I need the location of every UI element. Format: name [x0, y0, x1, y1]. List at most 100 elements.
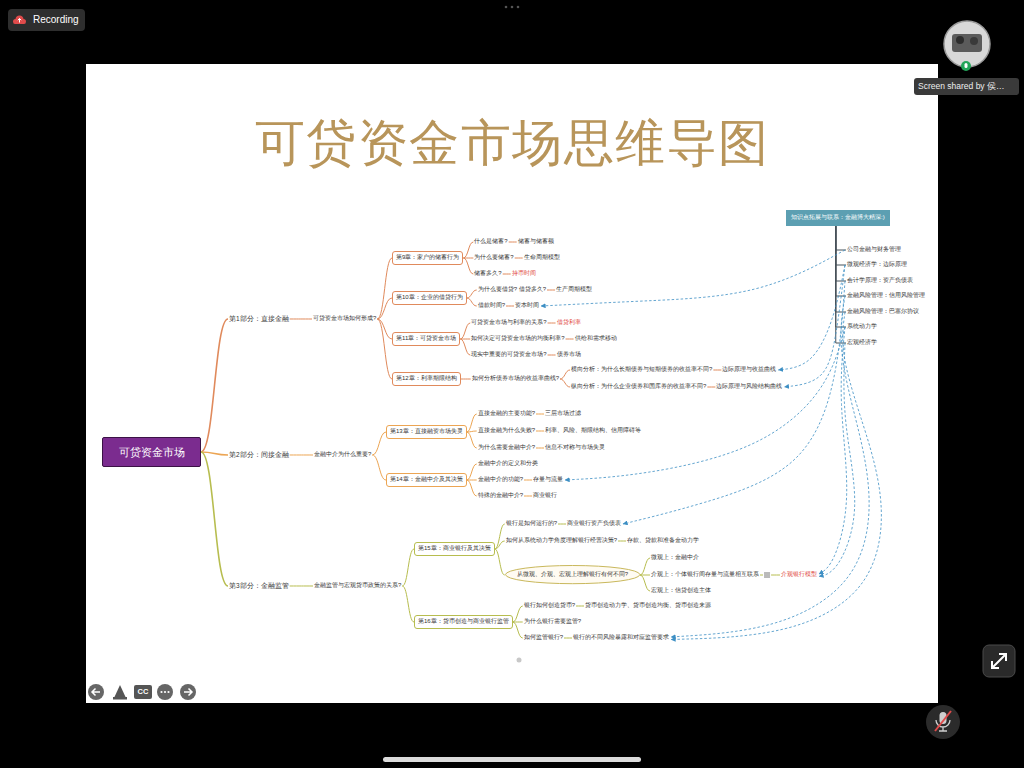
pointer-icon	[114, 685, 126, 698]
topic-text-node: 宏观上：信贷创造主体	[650, 586, 712, 595]
branch-line	[463, 242, 473, 258]
chapter-box: 第11章：可贷资金市场	[392, 332, 460, 345]
topic-text-node: 金融监管与宏观货币政策的关系?	[313, 581, 402, 590]
node-text: 第1部分：直接金融	[229, 315, 289, 323]
extension-item: 金融风险管理：巴塞尔协议	[846, 307, 920, 316]
part-topic: 第2部分：间接金融	[228, 450, 290, 460]
branch-line	[536, 431, 544, 432]
chapter-box: 第14章：金融中介及其决策	[386, 473, 467, 486]
node-text: 持币时间	[512, 270, 536, 277]
note-icon-bar	[764, 577, 770, 578]
node-text: 银行如何创造货币?	[524, 602, 575, 609]
chapter-box: 第10章：企业的借贷行为	[392, 291, 467, 304]
node-text: 金融中介为什么重要?	[314, 451, 371, 458]
node-text: 宏观经济学	[847, 339, 877, 346]
icons	[763, 572, 771, 579]
recording-badge	[8, 9, 85, 31]
branch-line	[707, 387, 715, 388]
cloud-icon	[13, 16, 26, 25]
topic-text-node: 横向分析：为什么长期债券与短期债券的收益率不同?	[570, 365, 713, 374]
topic-text-node: 银行的不同风险暴露和对应监管要求	[572, 633, 670, 642]
reference-arrow	[671, 296, 869, 637]
back-arrow	[92, 689, 100, 696]
expand-icon	[992, 654, 1006, 668]
mic-status-dot	[961, 61, 971, 71]
node-text: 金融中介的功能?	[478, 476, 523, 483]
topic-text-node: 商业银行资产负债表	[566, 519, 622, 528]
node-text: 如何监管银行?	[524, 634, 563, 641]
node-text: 为什么要储蓄?	[474, 254, 513, 261]
branch-line	[372, 432, 386, 455]
branch-line	[201, 452, 228, 455]
node-text: 利率、风险、期限结构、信用障碍等	[545, 427, 641, 434]
note-icon-bar	[764, 573, 770, 574]
tree-line	[836, 226, 846, 281]
topic-text-node: 生产周期模型	[555, 285, 593, 294]
avatar	[944, 21, 990, 67]
chapter-box: 第16章：货币创造与商业银行监管	[414, 615, 513, 628]
topic-text-node: 供给和需求移动	[574, 334, 618, 343]
node-text: 介观上：个体银行间存量与流量相互联系	[651, 571, 759, 578]
node-text: 第10章：企业的借贷行为	[396, 294, 463, 301]
branch-line	[461, 379, 471, 380]
more-dot	[160, 691, 162, 693]
branch-line	[640, 575, 650, 591]
reference-arrow	[565, 327, 845, 480]
topic-text-node: 储蓄与储蓄额	[517, 237, 555, 246]
branch-line	[495, 524, 505, 549]
branch-line	[503, 274, 511, 275]
branch-line	[460, 339, 470, 355]
node-text: 第3部分：金融监管	[229, 582, 289, 590]
node-text: 现实中重要的可贷资金市场?	[471, 351, 546, 358]
topic-text-node: 银行是如何运行的?	[505, 519, 558, 528]
pointer-icon-base	[113, 697, 127, 700]
node-text: 商业银行	[533, 492, 557, 499]
home-indicator	[383, 757, 641, 762]
node-text: 从微观、介观、宏观上理解银行有何不同?	[517, 571, 628, 578]
node-text: 三层市场过滤	[545, 410, 581, 417]
node-text: 为什么银行需要监管?	[524, 618, 581, 625]
branch-line	[558, 524, 566, 525]
extension-item: 公司金融与财务管理	[846, 245, 902, 254]
node-text: 会计学原理：资产负债表	[847, 277, 913, 284]
node-text: 特殊的金融中介?	[478, 492, 523, 499]
mute-button	[926, 705, 960, 739]
extension-item: 金融风险管理：信用风险管理	[846, 291, 926, 300]
extension-item: 宏观经济学	[846, 338, 878, 347]
node-text: 金融风险管理：信用风险管理	[847, 292, 925, 299]
branch-line	[290, 318, 312, 319]
topic-text-node: 利率、风险、期限结构、信用障碍等	[544, 426, 642, 435]
branch-line	[402, 549, 414, 586]
node-text: 如何决定可贷资金市场的均衡利率?	[471, 335, 564, 342]
node-text: 系统动力学	[847, 323, 877, 330]
forward-button	[180, 684, 196, 700]
node-text: 第11章：可贷资金市场	[396, 335, 456, 342]
topic-text-node: 为什么银行需要监管?	[523, 617, 582, 626]
topic-text-node: 为什么要储蓄?	[473, 253, 514, 262]
branch-line	[372, 455, 386, 480]
branch-line	[467, 290, 477, 298]
node-text: 信息不对称与市场失灵	[545, 444, 605, 451]
branch-line	[377, 258, 392, 319]
branch-line	[467, 431, 477, 432]
cloud-arrow	[18, 19, 21, 23]
topic-text-node: 如何决定可贷资金市场的均衡利率?	[470, 334, 565, 343]
node-text: 供给和需求移动	[575, 335, 617, 342]
branch-line	[524, 480, 532, 481]
topic-text-node: 直接金融为什么失败?	[477, 426, 536, 435]
topic-text-node: 三层市场过滤	[544, 409, 582, 418]
topic-text-node: 借款时间?	[477, 301, 506, 310]
branch-line	[506, 306, 514, 307]
forward-arrow	[184, 689, 192, 696]
extension-box: 知识点拓展与联系：金融博大精深:)	[786, 210, 890, 225]
branch-line	[513, 622, 523, 638]
avatar-photo	[956, 36, 964, 44]
avatar-photo	[970, 37, 978, 45]
extension-item: 系统动力学	[846, 322, 878, 331]
topic-text-node: 资本时间	[514, 301, 540, 310]
tree-line	[836, 226, 846, 265]
slide-title: 可贷资金市场思维导图	[86, 112, 938, 174]
more-dot	[164, 691, 166, 693]
branch-line	[495, 549, 505, 575]
branch-line	[467, 480, 477, 496]
